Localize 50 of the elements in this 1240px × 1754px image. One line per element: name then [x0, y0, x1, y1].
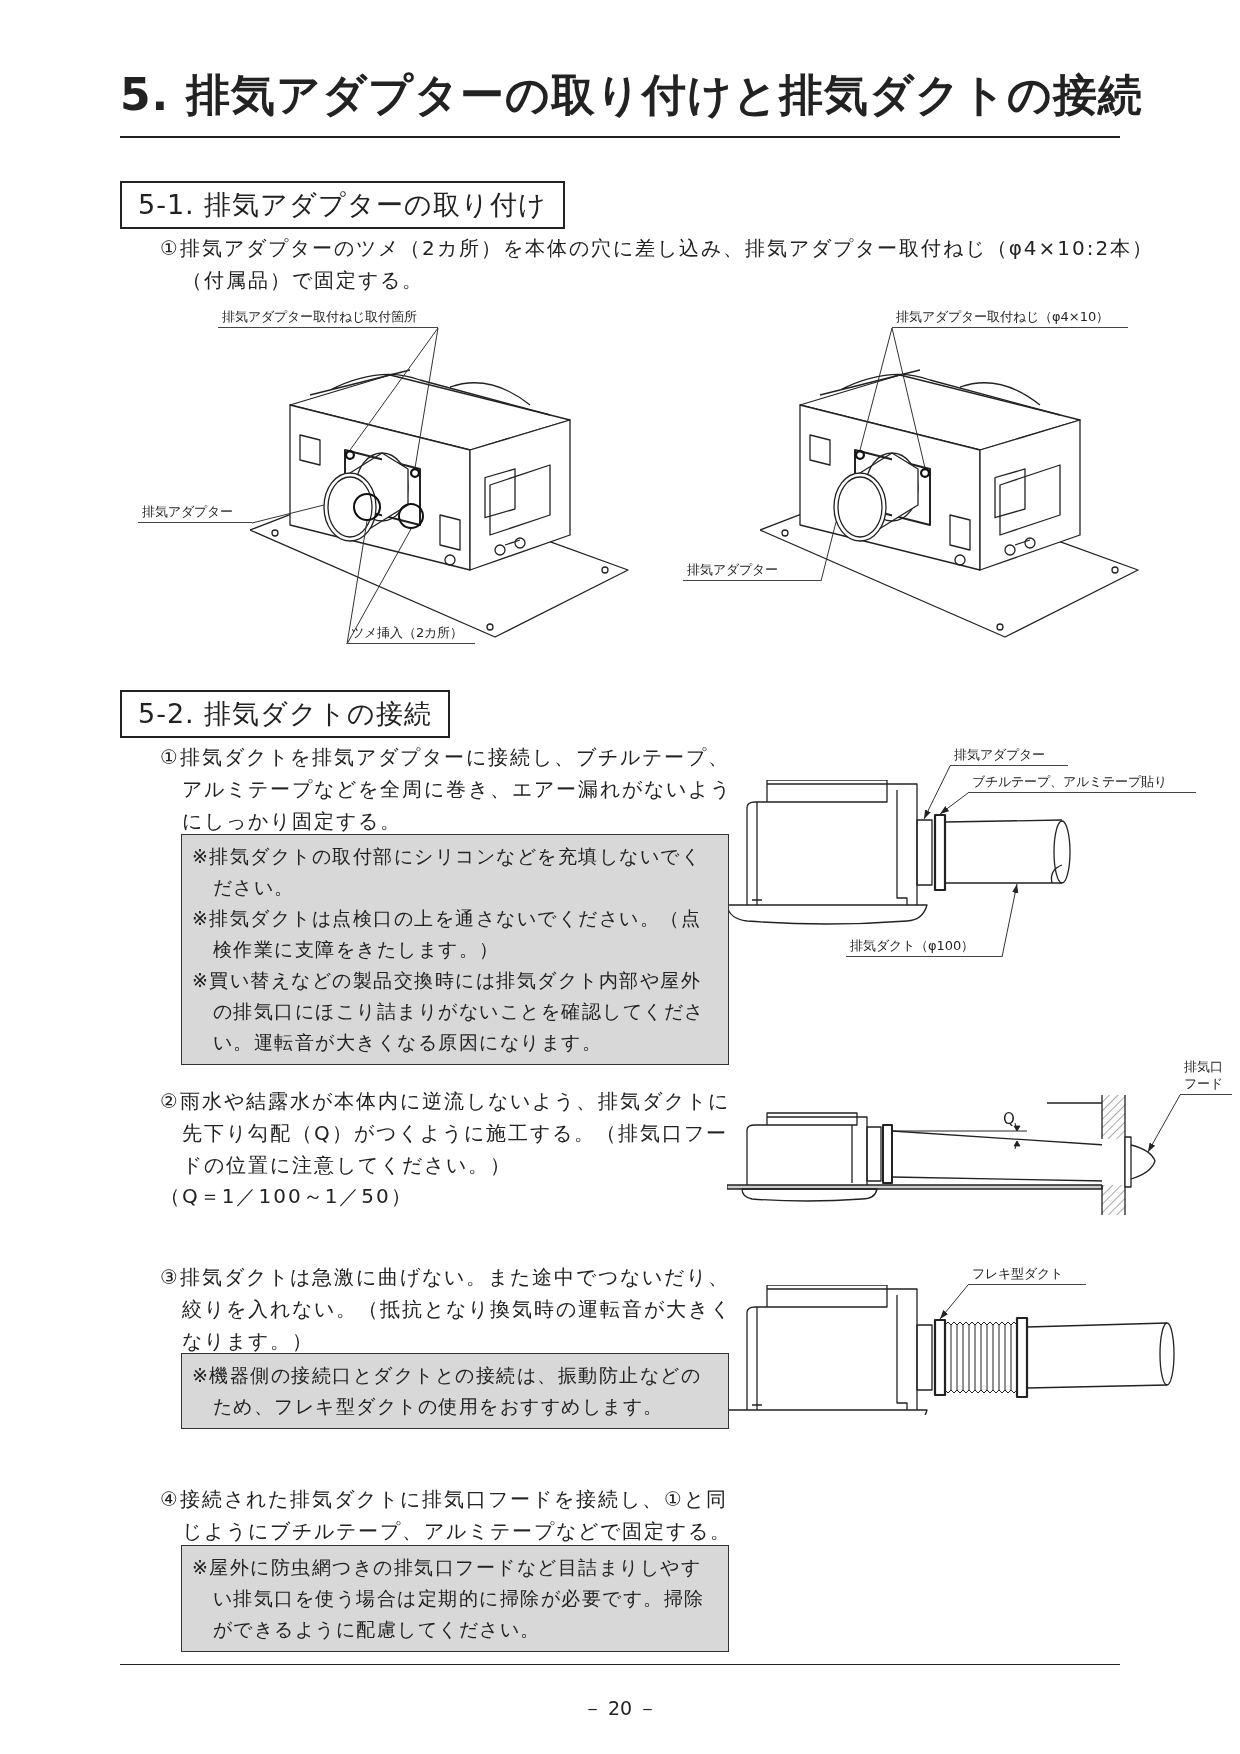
instruction-text: ④接続された排気ダクトに排気口フードを接続し、①と同じようにブチルテープ、アルミテープなどで固定する。	[160, 1486, 733, 1545]
note-box	[181, 1353, 729, 1429]
leader-line	[414, 327, 439, 469]
note-text: ※排気ダクトは点検口の上を通さないでください。（点検作業に支障をきたします。）	[192, 906, 703, 962]
callout-label: ブチルテープ、アルミテープ貼り	[968, 773, 1196, 793]
instruction-text: ①排気ダクトを排気アダプターに接続し、ブチルテープ、アルミテープなどを全周に巻き、エアー漏れがないようにしっかり固定する。	[160, 744, 733, 835]
callout-label: 排気ダクト（φ100）	[846, 937, 1002, 957]
leader-line	[1147, 1094, 1181, 1153]
section-heading-box	[120, 690, 451, 738]
leader-line	[346, 528, 412, 645]
callout-label: 排気アダプター取付ねじ取付箇所	[218, 308, 438, 328]
note-box	[181, 834, 729, 1065]
leader-line	[891, 327, 926, 469]
section-heading-box	[120, 181, 566, 229]
leader-line	[859, 327, 893, 451]
leader-line	[349, 327, 439, 451]
angle-label: Q	[1003, 1110, 1015, 1128]
leader-line	[939, 1284, 969, 1320]
callout-label: 排気アダプター	[138, 503, 252, 523]
instruction-text: ①排気アダプターのツメ（2カ所）を本体の穴に差し込み、排気アダプター取付ねじ（φ4×10:2本）（付属品）で固定する。	[160, 235, 1156, 294]
highlight-circle	[345, 450, 355, 460]
leader-line	[939, 792, 969, 815]
section-heading: 5-2. 排気ダクトの接続	[138, 697, 433, 731]
instruction-text: ③排気ダクトは急激に曲げない。また途中でつないだり、絞りを入れない。（抵抗となり換気時の運転音が大きくなります。）	[160, 1264, 733, 1355]
leader-line	[923, 765, 951, 820]
note-text: ※買い替えなどの製品交換時には排気ダクト内部や屋外の排気口にほこり詰まりがないことを確認してください。運転音が大きくなる原因になります。	[192, 968, 706, 1055]
note-text: ※排気ダクトの取付部にシリコンなどを充填しないでください。	[192, 844, 703, 900]
note-box	[181, 1545, 729, 1652]
callout-label: ツメ挿入（2カ所）	[347, 624, 475, 644]
callout-label: フレキ型ダクト	[968, 1265, 1086, 1285]
highlight-circle	[353, 493, 381, 521]
highlight-circle	[920, 468, 930, 478]
section-heading: 5-1. 排気アダプターの取り付け	[138, 188, 548, 222]
leader-line	[1001, 883, 1019, 958]
instruction-text: （Q＝1／100～1／50）	[160, 1183, 414, 1210]
callout-label: 排気アダプター	[950, 746, 1068, 766]
leader-line	[820, 521, 837, 582]
note-text: ※機器側の接続口とダクトとの接続は、振動防止などのため、フレキ型ダクトの使用をおすすめします。	[192, 1363, 703, 1419]
instruction-text: ②雨水や結露水が本体内に逆流しないよう、排気ダクトに先下り勾配（Q）がつくように施工する。（排気口フードの位置に注意してください。）	[160, 1088, 731, 1179]
leader-line	[346, 520, 368, 645]
callout-label: 排気アダプター取付ねじ（φ4×10）	[892, 308, 1128, 328]
page-title: 5. 排気アダプターの取り付けと排気ダクトの接続	[120, 68, 1143, 122]
highlight-circle	[398, 503, 424, 529]
highlight-circle	[855, 450, 865, 460]
callout-label: 排気口フード	[1180, 1058, 1232, 1095]
leader-line	[251, 504, 325, 524]
note-text: ※屋外に防虫網つきの排気口フードなど目詰まりしやすい排気口を使う場合は定期的に掃除が必要です。掃除ができるように配慮してください。	[192, 1555, 706, 1642]
page-number: － 20 －	[581, 1696, 659, 1721]
highlight-circle	[410, 468, 420, 478]
callout-label: 排気アダプター	[683, 561, 821, 581]
